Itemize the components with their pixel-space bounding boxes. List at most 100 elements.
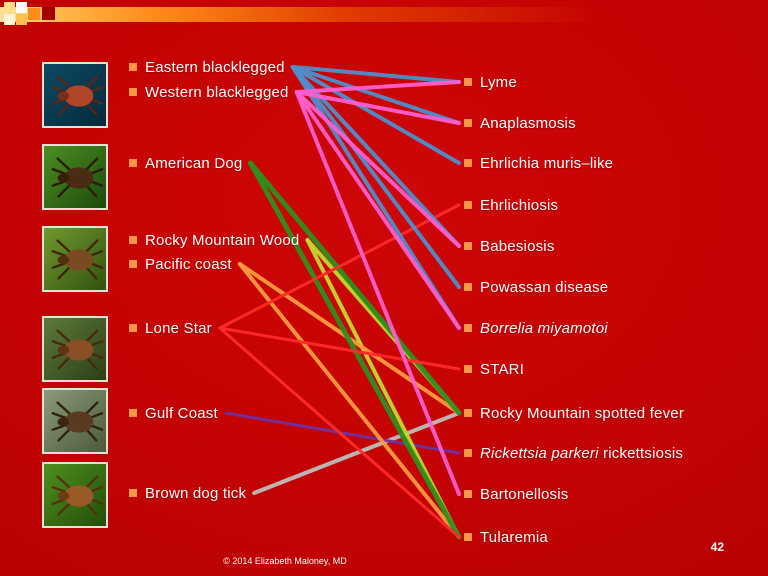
tick-photo-american-dog — [42, 144, 108, 210]
disease-label-text: Tularemia — [480, 528, 548, 546]
tick-label: Lone Star — [145, 319, 212, 337]
corner-mosaic-square — [4, 2, 15, 13]
connection-line — [294, 90, 461, 330]
tick-item: American Dog — [129, 154, 242, 172]
bullet-icon — [464, 283, 472, 291]
tick-label: Rocky Mountain Wood — [145, 231, 300, 249]
tick-photo-lone-star — [42, 316, 108, 382]
tick-item: Pacific coast — [129, 255, 232, 273]
disease-label-text: STARI — [480, 360, 525, 378]
tick-label: Pacific coast — [145, 255, 232, 273]
connection-line — [237, 262, 461, 415]
tick-item: Gulf Coast — [129, 404, 218, 422]
disease-item: Ehrlichiosis — [464, 196, 558, 214]
bullet-icon — [464, 159, 472, 167]
tick-label: Eastern blacklegged — [145, 58, 285, 76]
disease-label-text: Ehrlichiosis — [480, 196, 559, 214]
disease-label-text: rickettsiosis — [598, 444, 684, 462]
disease-label: Lyme — [480, 74, 517, 91]
tick-label: Gulf Coast — [145, 404, 218, 422]
tick-item: Lone Star — [129, 319, 212, 337]
corner-mosaic-square — [42, 7, 55, 20]
disease-item: Borrelia miyamotoi — [464, 319, 608, 337]
disease-label-text: Powassan disease — [480, 278, 609, 296]
slide-number: 42 — [710, 540, 724, 554]
disease-label: Tularemia — [480, 529, 548, 546]
corner-mosaic-square — [4, 14, 15, 25]
bullet-icon — [464, 201, 472, 209]
bullet-icon — [129, 88, 137, 96]
disease-item: Bartonellosis — [464, 485, 568, 503]
bullet-icon — [464, 365, 472, 373]
disease-item: Babesiosis — [464, 237, 555, 255]
disease-item: Rickettsia parkeri rickettsiosis — [464, 444, 683, 462]
tick-photo-brown-dog — [42, 462, 108, 528]
connection-line — [218, 326, 461, 539]
connection-line — [294, 90, 461, 125]
bullet-icon — [129, 159, 137, 167]
disease-label: Ehrlichia muris–like — [480, 155, 613, 172]
bullet-icon — [129, 260, 137, 268]
connection-line — [294, 80, 461, 94]
connection-line — [290, 65, 461, 165]
corner-mosaic-square — [16, 2, 27, 13]
disease-item: STARI — [464, 360, 524, 378]
tick-photo-blacklegged — [42, 62, 108, 128]
disease-label: Rocky Mountain spotted fever — [480, 405, 684, 422]
bullet-icon — [464, 324, 472, 332]
footer-credit: © 2014 Elizabeth Maloney, MD — [223, 556, 347, 566]
disease-label: STARI — [480, 361, 524, 378]
connection-line — [290, 65, 461, 125]
bullet-icon — [464, 490, 472, 498]
disease-label-text: Rocky Mountain spotted fever — [480, 404, 685, 422]
connection-line — [224, 411, 461, 455]
disease-item: Tularemia — [464, 528, 548, 546]
disease-label-text: Babesiosis — [480, 237, 555, 255]
disease-label: Borrelia miyamotoi — [480, 320, 608, 337]
header-gradient-bar — [0, 7, 768, 22]
bullet-icon — [464, 242, 472, 250]
connection-line — [218, 326, 461, 371]
corner-mosaic-square — [16, 14, 27, 25]
tick-item: Western blacklegged — [129, 83, 289, 101]
bullet-icon — [464, 78, 472, 86]
tick-photo-rocky-mountain-wood — [42, 226, 108, 292]
connection-line — [247, 160, 462, 540]
tick-label: Western blacklegged — [145, 83, 289, 101]
connection-line — [294, 90, 461, 248]
disease-label-text: Ehrlichia muris–like — [480, 154, 614, 172]
bullet-icon — [129, 63, 137, 71]
disease-item: Rocky Mountain spotted fever — [464, 404, 684, 422]
disease-label-text: Lyme — [480, 73, 517, 91]
disease-label-text: Anaplasmosis — [480, 114, 576, 132]
bullet-icon — [464, 409, 472, 417]
disease-item: Lyme — [464, 73, 517, 91]
disease-label: Rickettsia parkeri rickettsiosis — [480, 445, 683, 462]
disease-item: Powassan disease — [464, 278, 608, 296]
tick-label: Brown dog tick — [145, 484, 247, 502]
disease-item: Ehrlichia muris–like — [464, 154, 613, 172]
bullet-icon — [464, 533, 472, 541]
tick-item: Eastern blacklegged — [129, 58, 285, 76]
connection-line — [237, 262, 461, 539]
connection-line — [290, 65, 461, 248]
connection-line — [305, 238, 461, 539]
disease-label: Ehrlichiosis — [480, 197, 558, 214]
disease-label: Bartonellosis — [480, 486, 568, 503]
connection-line — [294, 90, 461, 496]
bullet-icon — [464, 119, 472, 127]
bullet-icon — [129, 236, 137, 244]
bullet-icon — [129, 489, 137, 497]
disease-label-italic: Borrelia miyamotoi — [480, 319, 608, 337]
bullet-icon — [464, 449, 472, 457]
connection-line — [252, 411, 461, 495]
disease-label: Anaplasmosis — [480, 115, 576, 132]
bullet-icon — [129, 324, 137, 332]
disease-label-italic: Rickettsia parkeri — [480, 444, 599, 462]
connection-line — [247, 160, 462, 416]
tick-photo-gulf-coast — [42, 388, 108, 454]
tick-label: American Dog — [145, 154, 243, 172]
connection-line — [290, 65, 461, 330]
bullet-icon — [129, 409, 137, 417]
